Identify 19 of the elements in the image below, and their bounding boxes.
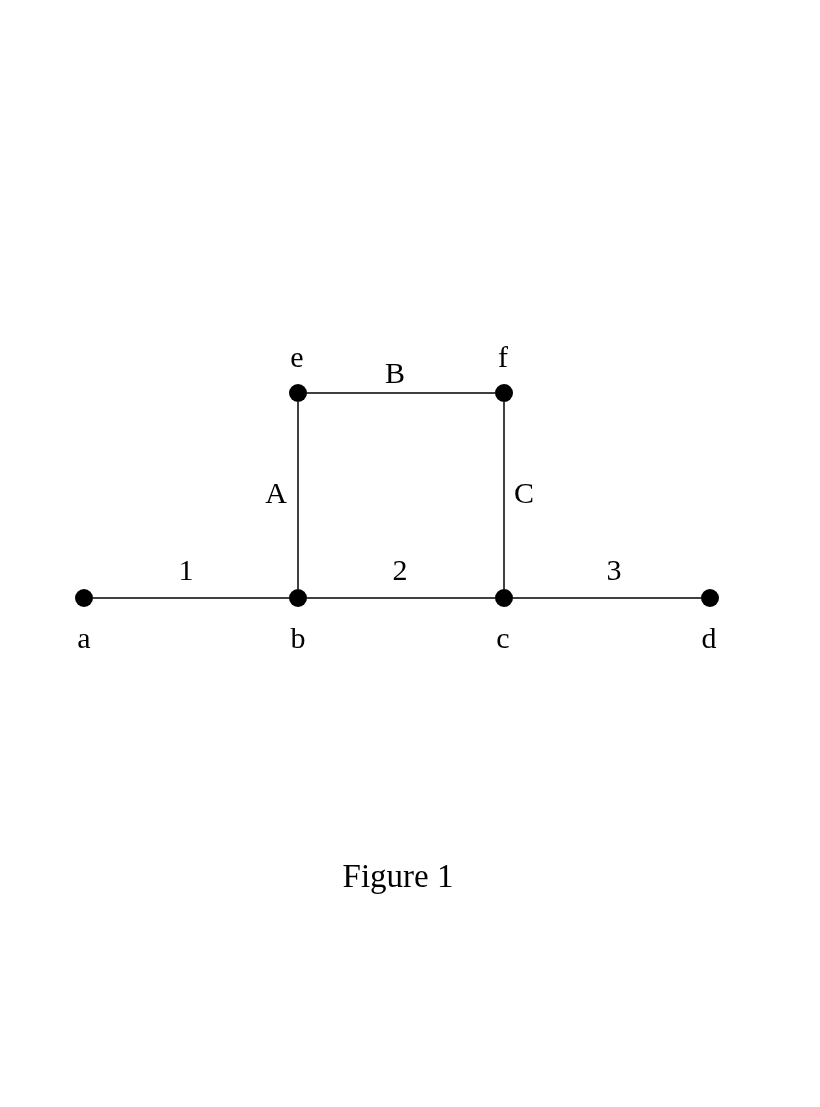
- figure-caption: Figure 1: [342, 860, 454, 893]
- connector-line: [92, 597, 290, 599]
- node-label: d: [701, 623, 717, 653]
- vertex-dot: [495, 589, 513, 607]
- vertex-dot: [289, 589, 307, 607]
- vertex-dot: [75, 589, 93, 607]
- connector-line: [503, 401, 505, 590]
- node-label: f: [498, 342, 508, 372]
- connector-line: [306, 597, 496, 599]
- vertex-dot: [701, 589, 719, 607]
- node-label: a: [77, 623, 91, 653]
- vertex-dot: [289, 384, 307, 402]
- connector-line: [297, 401, 299, 590]
- vertex-dot: [495, 384, 513, 402]
- node-label: c: [496, 623, 510, 653]
- connector-line: [306, 392, 496, 394]
- node-label: e: [290, 342, 304, 372]
- connector-line: [512, 597, 702, 599]
- node-label: b: [290, 623, 306, 653]
